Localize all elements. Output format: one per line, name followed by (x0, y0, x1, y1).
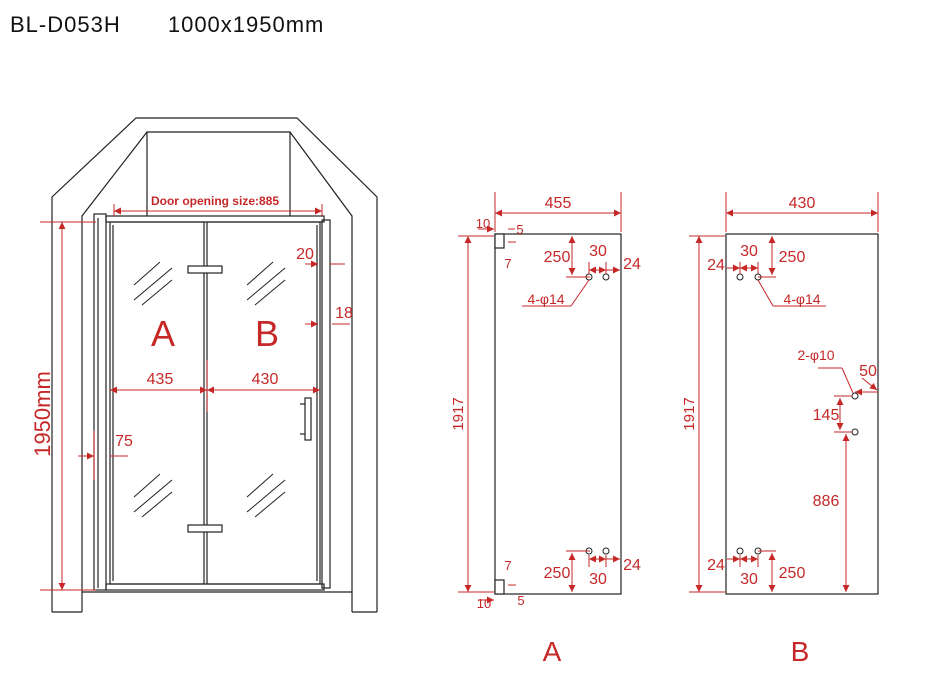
panel-a-hole-24-bottom: 24 (623, 557, 641, 574)
hinge-top (187, 265, 223, 274)
overall-size: 1000x1950mm (167, 12, 325, 37)
wall-inner (81, 131, 353, 612)
door-panel-b (206, 221, 321, 585)
panel-b-hole-24-bottom: 24 (707, 557, 725, 574)
drawing-title: BL-D053H 1000x1950mm (10, 12, 324, 38)
gap-75-label: 75 (115, 433, 133, 450)
right-wall-profile (321, 219, 331, 589)
panel-a-hole-250-bottom: 250 (544, 565, 571, 582)
panel-a-hole-24-top: 24 (623, 256, 641, 273)
front-view (51, 117, 378, 613)
panel-b-handle-50: 50 (859, 363, 877, 380)
gap-20-label: 20 (296, 246, 314, 263)
panel-b-dimensions (689, 192, 879, 593)
panel-a-holes (585, 273, 610, 555)
hinge-bottom (187, 524, 223, 533)
door-opening-label: Door opening size:885 (151, 194, 279, 208)
panel-b-labels: 430 1917 24 30 250 4-φ14 2-φ10 50 145 88… (681, 195, 877, 667)
panel-a-edge-5-bottom: 5 (517, 593, 524, 608)
panel-a-holes-label: 4-φ14 (527, 291, 564, 307)
hole (736, 273, 744, 281)
panel-b-hole-250-bottom: 250 (779, 565, 806, 582)
panel-a-view (494, 233, 622, 595)
panel-b-caption: B (791, 636, 810, 667)
panel-b-outline (725, 233, 879, 595)
panel-b-hole-30-top: 30 (740, 243, 758, 260)
model-number: BL-D053H (10, 12, 121, 37)
wall-outer (51, 117, 378, 612)
panel-a-hole-30-top: 30 (589, 243, 607, 260)
overall-height-label: 1950mm (30, 371, 55, 457)
panel-a-edge-7-top: 7 (504, 256, 511, 271)
panel-b-hole-30-bottom: 30 (740, 571, 758, 588)
panel-a-notch-bottom (494, 579, 505, 595)
panel-a-edge-5-top: 5 (516, 222, 523, 237)
hole (602, 273, 610, 281)
panel-b-width-label: 430 (789, 195, 816, 212)
panel-b-hole-24-top: 24 (707, 257, 725, 274)
panel-a-outline (494, 233, 622, 595)
panel-a-edge-10-top: 10 (476, 216, 490, 231)
panel-a-labels: 455 1917 10 5 7 250 30 24 4-φ14 7 250 30… (450, 195, 641, 667)
panel-a-edge-10-bottom: 10 (477, 596, 491, 611)
panel-a-caption: A (543, 636, 562, 667)
top-rail (105, 215, 325, 223)
panel-a-letter: A (151, 313, 175, 354)
width-a-label: 435 (147, 371, 174, 388)
panel-a-dimensions (458, 192, 622, 604)
front-dimensions (40, 204, 350, 591)
hole (736, 547, 744, 555)
hole (602, 547, 610, 555)
panel-a-width-label: 455 (545, 195, 572, 212)
panel-a-height-label: 1917 (450, 397, 467, 430)
gap-18-label: 18 (335, 305, 353, 322)
panel-b-handle-holes-label: 2-φ10 (797, 347, 834, 363)
bottom-rail (105, 583, 325, 591)
panel-a-notch-top (494, 233, 505, 249)
panel-b-letter: B (255, 313, 279, 354)
panel-b-handle-145: 145 (813, 407, 840, 424)
panel-b-holes-label: 4-φ14 (783, 291, 820, 307)
handle (304, 397, 312, 441)
panel-b-handle-886: 886 (813, 493, 840, 510)
handle-hole (851, 392, 859, 400)
width-b-label: 430 (252, 371, 279, 388)
panel-a-hole-7-bottom: 7 (504, 558, 511, 573)
panel-b-hole-250-top: 250 (779, 249, 806, 266)
panel-b-view (725, 233, 879, 595)
glass-reflection-marks (133, 261, 286, 518)
handle-hole (851, 428, 859, 436)
panel-a-hole-30-bottom: 30 (589, 571, 607, 588)
front-labels: Door opening size:885 1950mm A B 435 430… (30, 194, 353, 457)
panel-a-hole-250-top: 250 (544, 249, 571, 266)
left-wall-profile (93, 213, 107, 591)
panel-b-height-label: 1917 (681, 397, 698, 430)
